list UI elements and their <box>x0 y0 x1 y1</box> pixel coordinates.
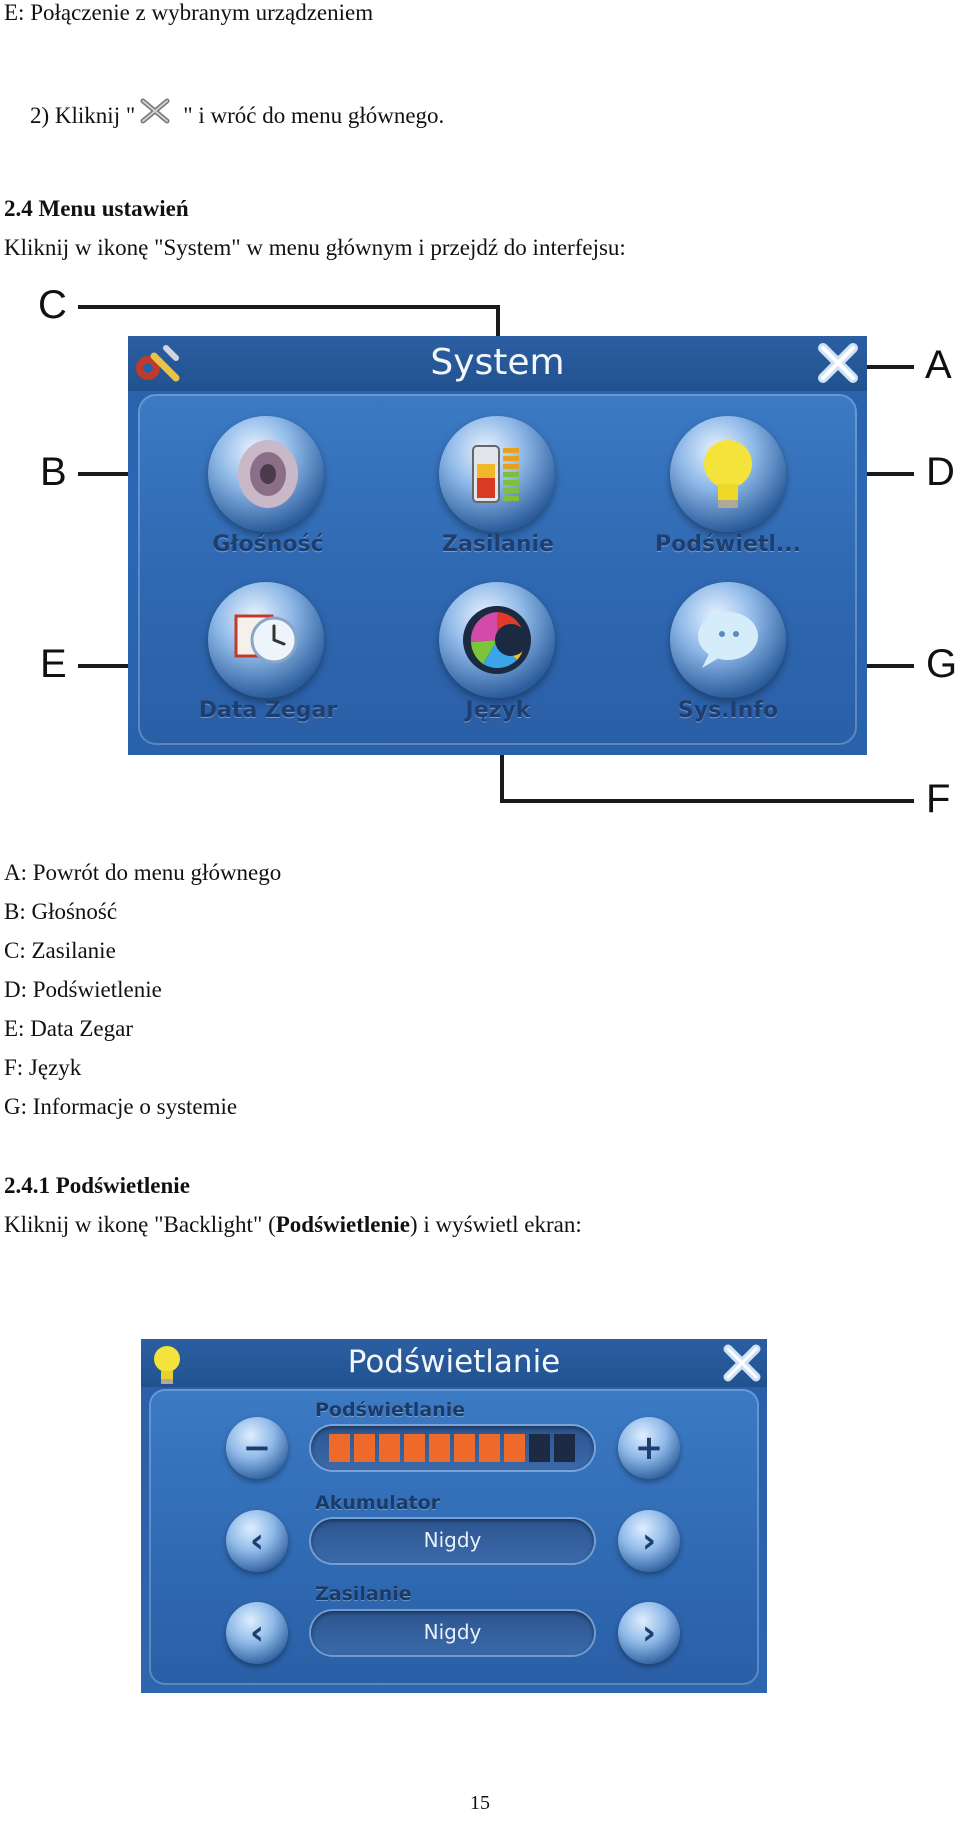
level-segment-on <box>454 1434 475 1462</box>
power-label: Zasilanie <box>442 532 554 557</box>
legend-b: B: Głośność <box>4 899 118 924</box>
close-icon[interactable] <box>815 340 861 386</box>
backlight-titlebar <box>141 1339 767 1387</box>
power-supply-value: Nigdy <box>423 1620 482 1644</box>
line-e: E: Połączenie z wybranym urządzeniem <box>4 0 374 25</box>
speaker-icon <box>238 440 298 508</box>
backlight-title: Podświetlanie <box>347 1344 561 1380</box>
callout-g: G <box>926 642 958 686</box>
chevron-left-icon: ‹ <box>249 1613 264 1653</box>
settings-tools-icon <box>132 342 182 386</box>
legend-c: C: Zasilanie <box>4 938 116 963</box>
battery-label: Akumulator <box>315 1492 441 1514</box>
system-screen: System Głośność Zasilanie Pod <box>128 336 867 755</box>
increase-button[interactable]: + <box>618 1417 680 1479</box>
power-button[interactable] <box>439 416 555 532</box>
plus-icon: + <box>634 1428 664 1468</box>
close-icon[interactable] <box>721 1342 763 1384</box>
level-segment-on <box>404 1434 425 1462</box>
volume-button[interactable] <box>208 416 324 532</box>
sys-info-button[interactable] <box>670 582 786 698</box>
level-segment-off <box>554 1434 575 1462</box>
battery-field: Nigdy <box>311 1519 594 1563</box>
level-segment-on <box>479 1434 500 1462</box>
chevron-right-icon: › <box>641 1613 656 1653</box>
level-segments <box>329 1434 575 1462</box>
lightbulb-icon <box>704 440 752 508</box>
tools-icon <box>135 98 183 131</box>
callout-c: C <box>38 283 67 327</box>
battery-next-button[interactable]: › <box>618 1510 680 1572</box>
power-supply-field: Nigdy <box>311 1611 594 1655</box>
backlight-label: Podświetl... <box>655 532 801 557</box>
backlight-button[interactable] <box>670 416 786 532</box>
level-segment-on <box>329 1434 350 1462</box>
chevron-left-icon: ‹ <box>249 1521 264 1561</box>
minus-icon: − <box>242 1428 272 1468</box>
system-title: System <box>430 342 565 383</box>
step-2-suffix: " i wróć do menu głównego. <box>183 103 445 128</box>
lightbulb-icon <box>149 1343 185 1385</box>
language-icon <box>463 606 531 674</box>
chat-bubble-icon <box>698 612 758 668</box>
sys-info-label: Sys.Info <box>677 698 779 723</box>
level-segment-off <box>529 1434 550 1462</box>
legend-f: F: Język <box>4 1055 82 1080</box>
section-title: 2.4 Menu ustawień <box>4 196 189 221</box>
legend-d: D: Podświetlenie <box>4 977 162 1002</box>
subsection-intro-bold: Podświetlenie <box>275 1212 410 1237</box>
level-segment-on <box>504 1434 525 1462</box>
power-next-button[interactable]: › <box>618 1602 680 1664</box>
subsection-title: 2.4.1 Podświetlenie <box>4 1173 190 1198</box>
callout-b: B <box>40 450 67 494</box>
level-segment-on <box>429 1434 450 1462</box>
page-number: 15 <box>470 1792 490 1814</box>
date-clock-button[interactable] <box>208 582 324 698</box>
legend-a: A: Powrót do menu głównego <box>4 860 282 885</box>
language-label: Język <box>465 698 531 723</box>
battery-value: Nigdy <box>423 1528 482 1552</box>
battery-prev-button[interactable]: ‹ <box>226 1510 288 1572</box>
subsection-intro: Kliknij w ikonę "Backlight" (Podświetlen… <box>4 1212 582 1238</box>
chevron-right-icon: › <box>641 1521 656 1561</box>
backlight-level-bar <box>311 1426 594 1470</box>
system-titlebar <box>128 336 867 391</box>
language-button[interactable] <box>439 582 555 698</box>
backlight-screen: Podświetlanie Podświetlanie − + Akumulat… <box>141 1339 767 1693</box>
step-2-prefix: 2) Kliknij " <box>30 103 136 128</box>
power-supply-label: Zasilanie <box>315 1583 412 1605</box>
callout-d: D <box>926 450 955 494</box>
level-segment-on <box>379 1434 400 1462</box>
battery-icon <box>472 445 519 503</box>
subsection-intro-a: Kliknij w ikonę "Backlight" ( <box>4 1212 276 1237</box>
level-segment-on <box>354 1434 375 1462</box>
power-prev-button[interactable]: ‹ <box>226 1602 288 1664</box>
volume-label: Głośność <box>212 532 324 557</box>
step-2-line: 2) Kliknij " " i wróć do menu głównego. <box>30 98 445 131</box>
callout-f: F <box>926 777 951 821</box>
date-clock-label: Data Zegar <box>198 698 338 723</box>
backlight-level-label: Podświetlanie <box>315 1399 466 1421</box>
legend-e: E: Data Zegar <box>4 1016 133 1041</box>
callout-e: E <box>40 642 67 686</box>
callout-a: A <box>925 343 952 387</box>
legend-g: G: Informacje o systemie <box>4 1094 238 1119</box>
decrease-button[interactable]: − <box>226 1417 288 1479</box>
subsection-intro-b: ) i wyświetl ekran: <box>409 1212 582 1237</box>
calendar-clock-icon <box>234 614 298 664</box>
section-intro: Kliknij w ikonę "System" w menu głównym … <box>4 235 626 260</box>
